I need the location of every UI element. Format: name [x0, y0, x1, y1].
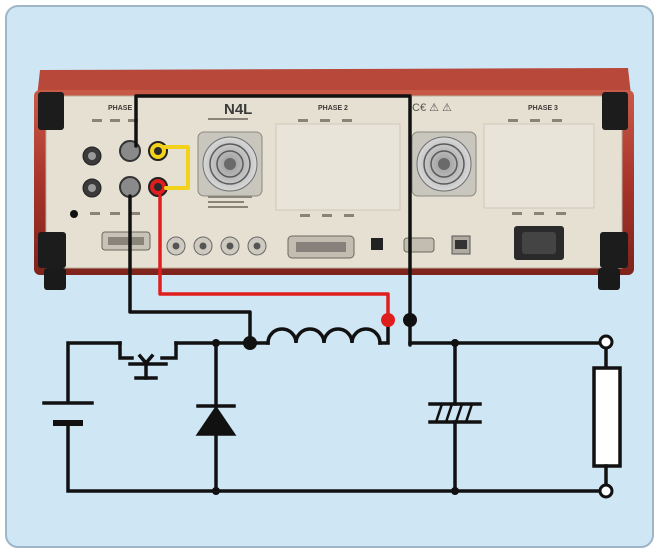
fan-left-icon [197, 131, 263, 197]
phase-3-window [483, 123, 595, 209]
black-wire-current-out [134, 94, 412, 347]
output-terminal-top [598, 334, 614, 350]
buck-converter-schematic [42, 320, 622, 493]
brand-logo: N4L [224, 101, 252, 118]
compliance-marks-icon: C€ ⚠ ⚠ [412, 102, 452, 114]
yellow-link-wire [162, 145, 190, 190]
output-terminal-bottom [598, 483, 614, 499]
bnc-connector-row [166, 236, 267, 256]
indicator-dot [70, 210, 78, 218]
foot-right [598, 268, 620, 290]
red-voltage-wire [158, 194, 390, 322]
battery-icon [42, 401, 94, 426]
usb-port [371, 238, 383, 250]
junction-dot-diode-top [212, 339, 220, 347]
measurement-wiring [128, 94, 412, 347]
capacitor-icon [428, 341, 482, 493]
bumper-bottom-left [38, 232, 66, 268]
phase-2-label: PHASE 2 [318, 105, 348, 112]
inductor-icon [266, 327, 382, 345]
junction-dot-cap-bottom [451, 487, 459, 495]
junction-dot-inductor-in [243, 336, 257, 350]
load-resistor-icon [592, 348, 622, 486]
foot-left [44, 268, 66, 290]
junction-dot-cap-top [451, 339, 459, 347]
terminal-grey-bottom [119, 176, 141, 198]
bumper-top-right [602, 92, 628, 130]
phase-1-label: PHASE 1 [108, 105, 138, 112]
phase-2-window [275, 123, 401, 211]
junction-dot-diode-bottom [212, 487, 220, 495]
bumper-top-left [38, 92, 64, 130]
diode-triangle [195, 405, 237, 436]
mosfet-switch-icon [118, 341, 178, 380]
junction-dot-red-probe [381, 313, 395, 327]
power-analyzer-rear-panel: PHASE 1 N4L PHASE 2 PHASE 3 C€ ⚠ ⚠ [34, 68, 634, 290]
bumper-bottom-right [600, 232, 628, 268]
top-rail-left [66, 341, 122, 404]
black-wire-current-in [128, 194, 252, 342]
junction-dot-black-probe [403, 313, 417, 327]
bottom-rail [66, 422, 608, 493]
phase-3-label: PHASE 3 [528, 105, 558, 112]
panel-fine-print [90, 118, 566, 217]
fan-right-icon [411, 131, 477, 197]
